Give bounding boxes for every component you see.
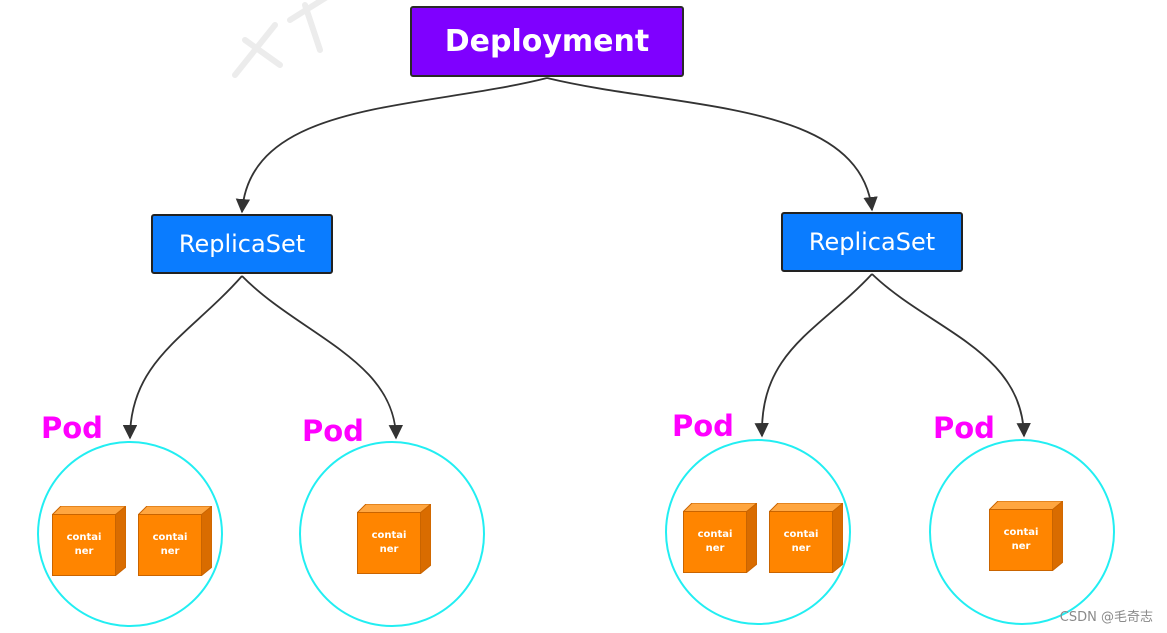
footer-attribution: CSDN @毛奇志: [1059, 610, 1153, 625]
replicaset-label: ReplicaSet: [178, 230, 306, 258]
edge-rs1-pod1: [122, 275, 243, 440]
edge-rs2-pod3: [754, 273, 873, 438]
pod-circle-1: [37, 441, 223, 627]
container-box: container: [769, 503, 843, 573]
deployment-label: Deployment: [444, 24, 650, 59]
watermark: [232, 0, 328, 78]
container-label: container: [66, 532, 102, 557]
pod-label-2: Pod: [302, 414, 364, 448]
container-label: container: [152, 532, 188, 557]
deployment-node: Deployment: [410, 6, 684, 77]
pod-label-4: Pod: [933, 411, 995, 445]
pod-label-3: Pod: [672, 409, 734, 443]
pod-label-1: Pod: [41, 411, 103, 445]
replicaset-node-1: ReplicaSet: [151, 214, 333, 274]
container-label: container: [783, 529, 819, 554]
container-box: container: [138, 506, 212, 576]
pod-circle-3: [665, 439, 851, 625]
container-label: container: [697, 529, 733, 554]
pod-circle-2: [299, 441, 485, 627]
edge-rs2-pod4: [871, 273, 1031, 438]
container-box: container: [683, 503, 757, 573]
container-box: container: [52, 506, 126, 576]
edge-deployment-rs1: [235, 77, 548, 214]
edge-rs1-pod2: [241, 275, 404, 440]
container-label: container: [371, 530, 407, 555]
replicaset-label: ReplicaSet: [808, 228, 936, 256]
container-box: container: [989, 501, 1063, 571]
edge-deployment-rs2: [546, 77, 878, 212]
pod-circle-4: [929, 439, 1115, 625]
replicaset-node-2: ReplicaSet: [781, 212, 963, 272]
container-label: container: [1003, 527, 1039, 552]
container-box: container: [357, 504, 431, 574]
